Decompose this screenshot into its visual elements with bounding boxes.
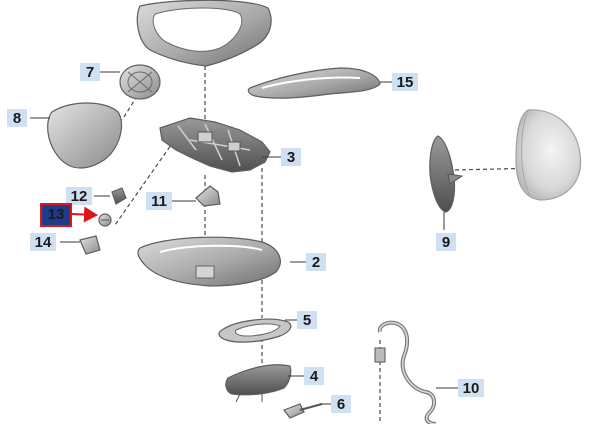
svg-text:5: 5 — [303, 312, 311, 329]
part-2-lower-cover — [137, 236, 281, 287]
callout-3: 3 — [281, 148, 301, 166]
callout-11: 11 — [146, 192, 172, 210]
svg-text:4: 4 — [310, 368, 319, 385]
part-6-screw — [283, 403, 323, 419]
svg-text:14: 14 — [35, 234, 52, 251]
callout-9: 9 — [436, 233, 456, 251]
leader-lines — [30, 71, 458, 405]
svg-text:3: 3 — [287, 149, 295, 166]
part-14-connector — [79, 235, 101, 255]
svg-text:12: 12 — [71, 188, 88, 205]
part-12-clip — [111, 187, 127, 205]
svg-text:11: 11 — [151, 193, 167, 210]
svg-text:15: 15 — [397, 74, 414, 91]
callout-2: 2 — [306, 253, 326, 271]
svg-text:10: 10 — [463, 380, 480, 397]
callout-6: 6 — [331, 395, 351, 413]
svg-text:7: 7 — [86, 64, 94, 81]
part-5-gasket — [218, 318, 292, 343]
part-10-wiring-harness — [374, 320, 437, 424]
svg-text:6: 6 — [337, 396, 345, 413]
part-9-module — [429, 135, 464, 213]
callout-15: 15 — [392, 73, 418, 91]
part-4-base — [225, 364, 292, 403]
callout-4: 4 — [304, 367, 324, 385]
part-11-bracket — [195, 185, 221, 207]
part-7-adjuster-motor — [119, 64, 161, 100]
part-13-screw — [98, 213, 112, 227]
callout-5: 5 — [297, 311, 317, 329]
callout-12: 12 — [66, 187, 92, 205]
callout-8: 8 — [7, 109, 27, 127]
svg-text:8: 8 — [13, 110, 21, 127]
svg-text:13: 13 — [48, 206, 65, 223]
callout-13-highlighted: 13 — [40, 203, 72, 227]
svg-text:2: 2 — [312, 254, 320, 271]
mirror-dome-cover — [515, 109, 582, 201]
callout-14: 14 — [30, 233, 56, 251]
part-3-mounting-bracket — [159, 117, 271, 173]
part-15-turn-signal — [247, 67, 381, 99]
mirror-housing-frame — [136, 0, 272, 67]
svg-text:9: 9 — [442, 234, 450, 251]
callout-10: 10 — [458, 379, 484, 397]
callout-7: 7 — [80, 63, 100, 81]
part-8-mirror-glass — [47, 102, 123, 169]
